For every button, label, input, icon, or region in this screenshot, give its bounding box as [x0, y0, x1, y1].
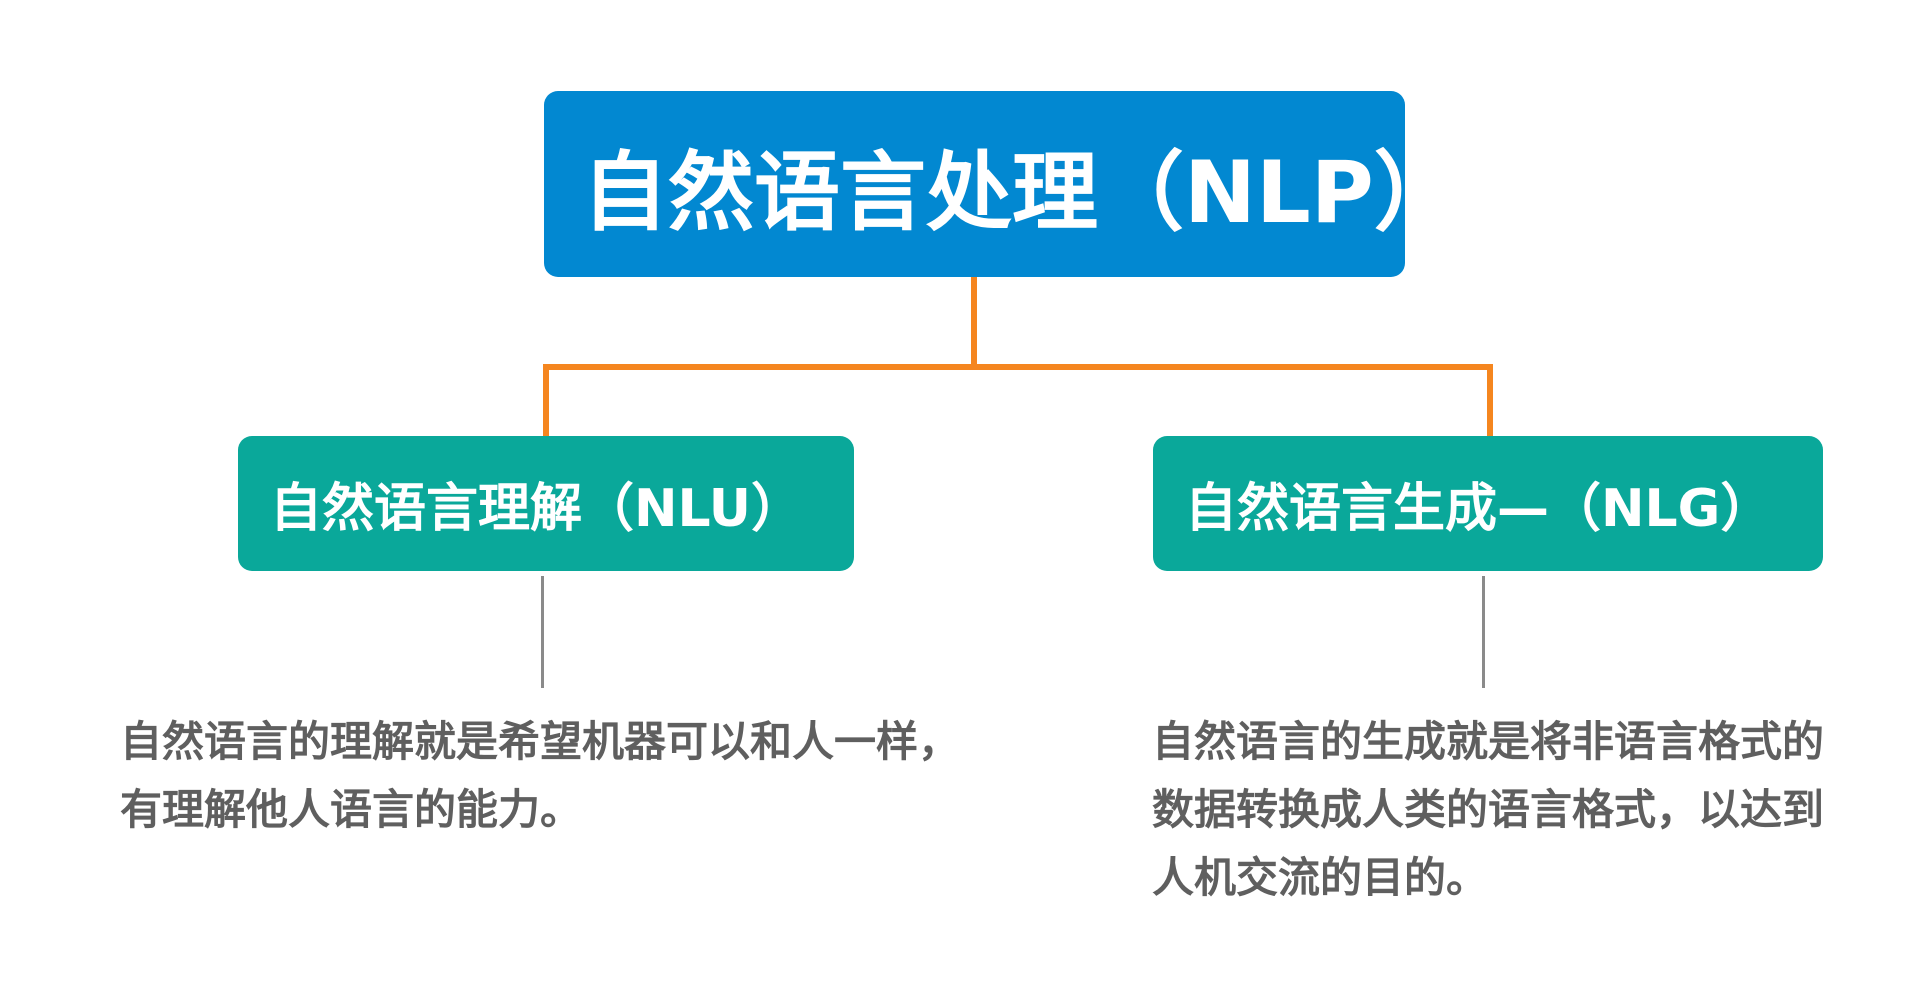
nlu-description-line: 有理解他人语言的能力。	[120, 785, 583, 834]
connector-horizontal	[543, 364, 1493, 370]
nlu-label: 自然语言理解（NLU）	[270, 479, 804, 539]
connector-right-drop	[1487, 364, 1493, 437]
nlu-description-line: 自然语言的理解就是希望机器可以和人一样，	[120, 717, 961, 766]
nlp-root-node: 自然语言处理（NLP）	[544, 91, 1460, 277]
nlp-root-label: 自然语言处理（NLP）	[582, 142, 1460, 243]
nlg-description-line: 人机交流的目的。	[1152, 853, 1489, 902]
connector-root-stem	[971, 277, 977, 369]
nlg-label: 自然语言生成—（NLG）	[1185, 479, 1773, 539]
nlg-description-line: 数据转换成人类的语言格式，以达到	[1152, 785, 1825, 834]
nlg-stem	[1482, 576, 1485, 688]
connector-left-drop	[543, 364, 549, 437]
nlu-stem	[541, 576, 544, 688]
nlu-description: 自然语言的理解就是希望机器可以和人一样， 有理解他人语言的能力。	[120, 708, 960, 844]
nlg-description: 自然语言的生成就是将非语言格式的 数据转换成人类的语言格式，以达到 人机交流的目…	[1152, 708, 1824, 912]
nlu-node: 自然语言理解（NLU）	[238, 436, 854, 571]
nlg-node: 自然语言生成—（NLG）	[1153, 436, 1823, 571]
nlg-description-line: 自然语言的生成就是将非语言格式的	[1152, 717, 1825, 766]
